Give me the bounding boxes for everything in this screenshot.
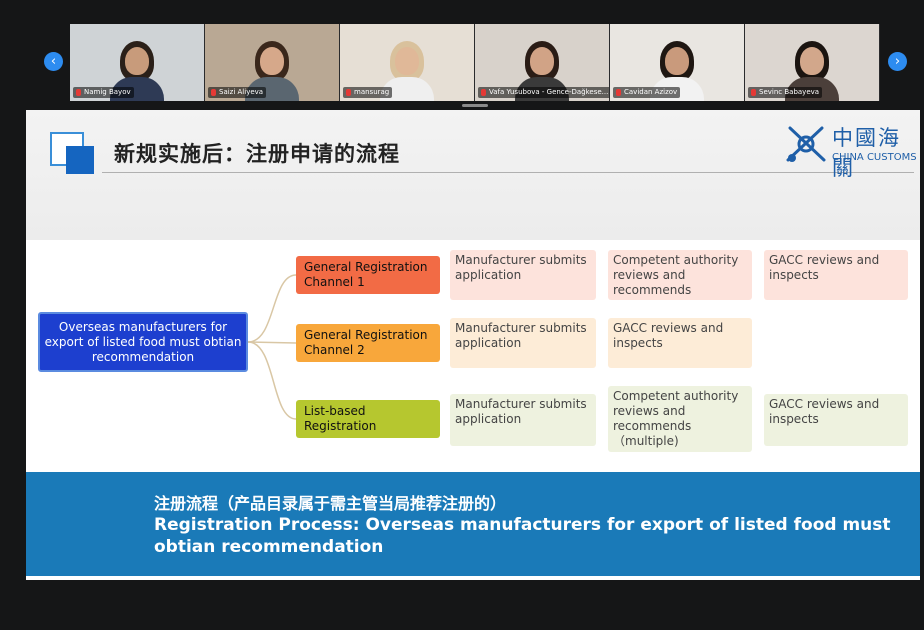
channel-2-box: General Registration Channel 2 xyxy=(296,324,440,362)
participant-name-label: Saizi Aliyeva xyxy=(219,88,264,96)
channel-3-box: List-based Registration xyxy=(296,400,440,438)
mic-muted-icon xyxy=(211,89,216,96)
title-decoration-icon xyxy=(66,146,94,174)
participant-tile[interactable]: mansurag xyxy=(340,24,474,101)
participant-name: Namig Bayov xyxy=(73,87,134,98)
flow-connectors xyxy=(247,274,297,420)
participant-name-label: mansurag xyxy=(354,88,390,96)
participant-tile[interactable]: Sevinc Babayeva xyxy=(745,24,879,101)
mic-muted-icon xyxy=(616,89,621,96)
channel-3-step-1: Manufacturer submits application xyxy=(450,394,596,446)
channel-2-step-1: Manufacturer submits application xyxy=(450,318,596,368)
slide-banner: 注册流程（产品目录属于需主管当局推荐注册的） Registration Proc… xyxy=(26,472,920,576)
channel-3-step-2: Competent authority reviews and recommen… xyxy=(608,386,752,452)
channel-2-step-2: GACC reviews and inspects xyxy=(608,318,752,368)
participant-name: mansurag xyxy=(343,87,393,98)
participant-name: Cavidan Azizov xyxy=(613,87,681,98)
slide-title: 新规实施后：注册申请的流程 xyxy=(114,142,400,166)
participant-name: Saizi Aliyeva xyxy=(208,87,267,98)
participant-video xyxy=(783,41,841,101)
banner-title-cn: 注册流程（产品目录属于需主管当局推荐注册的） xyxy=(154,494,507,513)
channel-3-step-3: GACC reviews and inspects xyxy=(764,394,908,446)
next-participants-button[interactable]: › xyxy=(888,52,907,71)
participant-name-label: Namig Bayov xyxy=(84,88,131,96)
mic-muted-icon xyxy=(481,89,486,96)
participant-name: Sevinc Babayeva xyxy=(748,87,823,98)
shared-slide: 新规实施后：注册申请的流程 中國海關 CHINA CUSTOMS Oversea… xyxy=(26,110,920,580)
mic-muted-icon xyxy=(346,89,351,96)
participant-name: Vafa Yusubova - Gence-Dağkese... xyxy=(478,87,609,98)
mic-muted-icon xyxy=(76,89,81,96)
participant-name-label: Cavidan Azizov xyxy=(624,88,678,96)
logo-text-cn: 中國海關 xyxy=(832,126,901,180)
participant-tile[interactable]: Cavidan Azizov xyxy=(610,24,744,101)
slide-header-area xyxy=(26,110,920,240)
title-divider xyxy=(102,172,914,173)
banner-title-en: Registration Process: Overseas manufactu… xyxy=(154,515,891,557)
channel-1-box: General Registration Channel 1 xyxy=(296,256,440,294)
participant-name-label: Sevinc Babayeva xyxy=(759,88,820,96)
china-customs-emblem-icon xyxy=(786,126,826,162)
channel-1-step-1: Manufacturer submits application xyxy=(450,250,596,300)
participant-strip: Namig Bayov Saizi Aliyeva mansurag Vafa Yus… xyxy=(70,24,880,101)
mic-muted-icon xyxy=(751,89,756,96)
channel-1-step-2: Competent authority reviews and recommen… xyxy=(608,250,752,300)
prev-participants-button[interactable]: ‹ xyxy=(44,52,63,71)
flow-origin-box: Overseas manufacturers for export of lis… xyxy=(38,312,248,372)
channel-1-step-3: GACC reviews and inspects xyxy=(764,250,908,300)
participant-tile[interactable]: Vafa Yusubova - Gence-Dağkese... xyxy=(475,24,609,101)
participant-name-label: Vafa Yusubova - Gence-Dağkese... xyxy=(489,88,609,96)
logo-text-en: CHINA CUSTOMS xyxy=(832,152,917,163)
participant-tile[interactable]: Saizi Aliyeva xyxy=(205,24,339,101)
strip-resize-handle[interactable] xyxy=(462,104,488,107)
participant-tile[interactable]: Namig Bayov xyxy=(70,24,204,101)
